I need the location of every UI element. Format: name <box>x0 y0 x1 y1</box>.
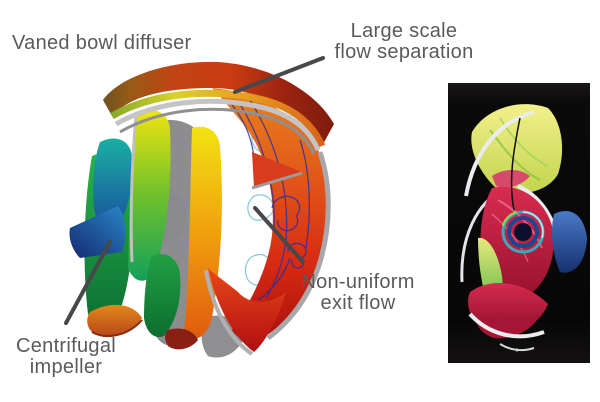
label-line: Large scale <box>350 20 458 42</box>
leader-large-scale-flow-separation <box>233 56 325 94</box>
leader-centrifugal-impeller <box>64 240 112 325</box>
label-line: flow separation <box>334 41 474 63</box>
label-line: impeller <box>29 356 103 378</box>
label-large-scale-flow-separation: Large scale flow separation <box>316 21 492 63</box>
leader-lines <box>64 56 325 325</box>
label-line: exit flow <box>320 292 396 314</box>
label-centrifugal-impeller: Centrifugal impeller <box>0 336 132 378</box>
impeller-diffuser-cfd-render <box>69 61 334 358</box>
label-line: Non-uniform <box>301 271 415 293</box>
label-vaned-bowl-diffuser: Vaned bowl diffuser <box>12 32 192 54</box>
flow-detail-inset <box>448 83 590 363</box>
label-non-uniform-exit-flow: Non-uniform exit flow <box>276 272 440 314</box>
label-line: Centrifugal <box>15 335 117 357</box>
leader-non-uniform-exit-flow <box>253 206 305 264</box>
